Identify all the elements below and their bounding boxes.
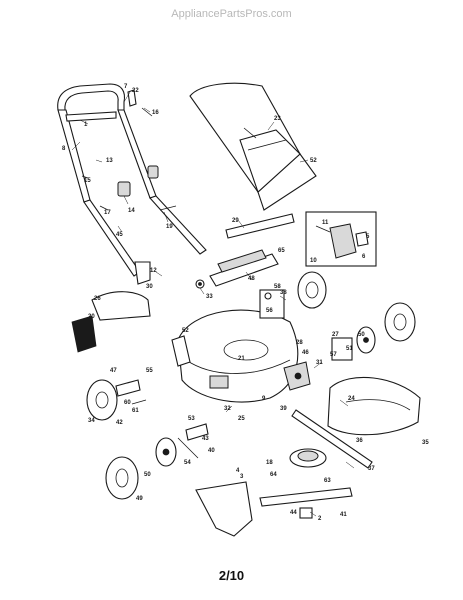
callout-25: 25 <box>238 416 245 422</box>
callout-7: 7 <box>124 84 128 90</box>
callout-30: 30 <box>146 284 153 290</box>
callout-40: 40 <box>208 448 215 454</box>
callout-39: 39 <box>280 406 287 412</box>
callout-57: 57 <box>330 352 337 358</box>
height-adjusters <box>115 379 209 459</box>
callout-6: 6 <box>362 254 366 260</box>
callout-34: 34 <box>88 418 95 424</box>
handle-assembly <box>57 83 207 289</box>
blade-assembly <box>259 409 373 519</box>
callout-49: 49 <box>136 496 143 502</box>
callout-8: 8 <box>62 146 66 152</box>
callout-5: 5 <box>366 234 370 240</box>
callout-21: 21 <box>238 356 245 362</box>
callout-17: 17 <box>104 210 111 216</box>
callout-44: 44 <box>290 510 297 516</box>
callout-45: 45 <box>116 232 123 238</box>
callout-54: 54 <box>184 460 191 466</box>
callout-48: 48 <box>248 276 255 282</box>
callout-31: 31 <box>316 360 323 366</box>
callout-42: 42 <box>116 420 123 426</box>
callout-12: 12 <box>150 268 157 274</box>
callout-1: 1 <box>84 122 88 128</box>
callout-18: 18 <box>266 460 273 466</box>
callout-64: 64 <box>270 472 277 478</box>
callout-61: 61 <box>132 408 139 414</box>
mower-deck <box>171 309 299 403</box>
mulch-plug-inset <box>305 211 377 267</box>
engine-components <box>259 289 353 391</box>
callout-46: 46 <box>302 350 309 356</box>
callout-33: 33 <box>206 294 213 300</box>
page-number: 2/10 <box>218 568 245 583</box>
callout-2: 2 <box>318 516 322 522</box>
callout-50b: 50 <box>358 332 365 338</box>
callout-37: 37 <box>368 466 375 472</box>
callout-47: 47 <box>110 368 117 374</box>
callout-50: 50 <box>144 472 151 478</box>
callout-labels: 1 22 7 16 8 13 15 14 17 19 45 12 10 30 2… <box>62 84 429 522</box>
callout-10: 10 <box>310 258 317 264</box>
callout-35: 35 <box>422 440 429 446</box>
callout-38: 38 <box>280 290 287 296</box>
callout-14: 14 <box>128 208 135 214</box>
callout-28: 28 <box>296 340 303 346</box>
callout-23: 23 <box>274 116 281 122</box>
callout-60: 60 <box>124 400 131 406</box>
grass-bag <box>189 82 317 239</box>
wheel-rear-far <box>356 302 416 354</box>
wheel-rear-right <box>297 271 327 309</box>
callout-55: 55 <box>146 368 153 374</box>
callout-22: 22 <box>132 88 139 94</box>
callout-43: 43 <box>202 436 209 442</box>
deflector-assembly <box>209 249 279 287</box>
callout-27: 27 <box>332 332 339 338</box>
callout-11: 11 <box>322 220 329 226</box>
callout-24: 24 <box>348 396 355 402</box>
callout-58: 58 <box>274 284 281 290</box>
rear-flap <box>71 291 151 353</box>
callout-52b: 52 <box>182 328 189 334</box>
callout-63: 63 <box>324 478 331 484</box>
callout-41: 41 <box>340 512 347 518</box>
mulch-baffle <box>195 481 253 537</box>
callout-3: 3 <box>240 474 244 480</box>
callout-20: 20 <box>88 314 95 320</box>
callout-15: 15 <box>84 178 91 184</box>
callout-32: 32 <box>224 406 231 412</box>
callout-19: 19 <box>166 224 173 230</box>
leader-lines <box>71 91 355 517</box>
wheel-front-bottom <box>105 437 177 500</box>
side-chute <box>327 376 421 436</box>
callout-36: 36 <box>356 438 363 444</box>
callout-51: 51 <box>346 346 353 352</box>
callout-26: 26 <box>94 296 101 302</box>
wheel-front-left <box>86 379 118 421</box>
callout-52: 52 <box>310 158 317 164</box>
callout-29: 29 <box>232 218 239 224</box>
callout-13: 13 <box>106 158 113 164</box>
callout-4: 4 <box>236 468 240 474</box>
callout-65: 65 <box>278 248 285 254</box>
callout-16: 16 <box>152 110 159 116</box>
callout-53: 53 <box>188 416 195 422</box>
watermark: AppliancePartsPros.com <box>171 8 292 20</box>
callout-56: 56 <box>266 308 273 314</box>
callout-9: 9 <box>262 396 266 402</box>
